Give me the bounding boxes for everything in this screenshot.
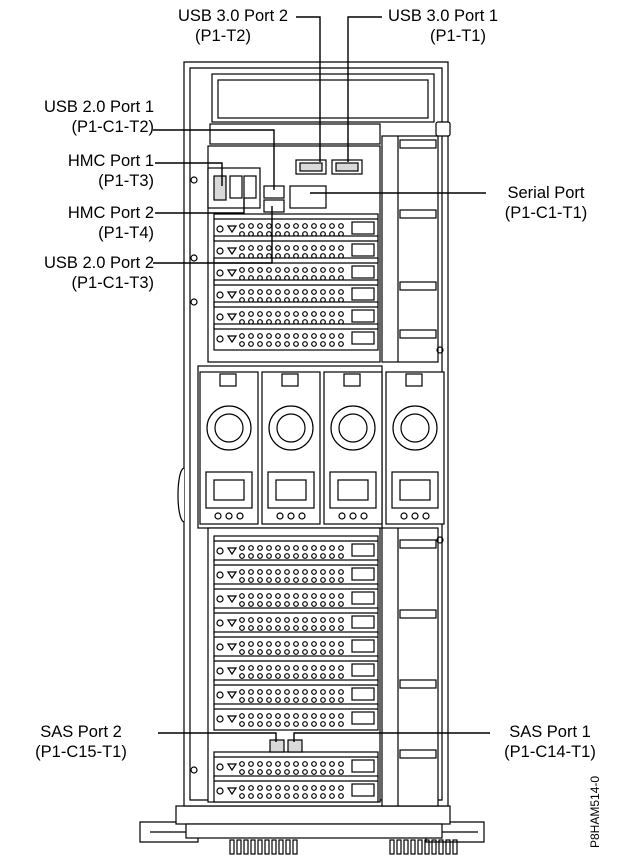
- vent-slat: [452, 839, 458, 855]
- frame-screw: [190, 176, 198, 184]
- pcie-slot: [213, 559, 379, 587]
- vent-slat: [264, 839, 270, 855]
- usb30-port1-name: USB 3.0 Port 1: [388, 7, 499, 25]
- vent-slat: [410, 839, 416, 855]
- usb30-port2-code: (P1-T2): [195, 27, 251, 45]
- pcie-slot: [213, 655, 379, 683]
- frame-screw: [190, 254, 198, 262]
- vent-slat: [271, 839, 277, 855]
- rail-notch: [399, 539, 437, 549]
- lower-pcie-slots: [213, 535, 379, 803]
- frame-screw: [190, 766, 198, 774]
- pcie-slot: [213, 775, 379, 803]
- hmc-port2-code: (P1-T4): [98, 224, 154, 242]
- vent-slat: [292, 839, 298, 855]
- pcie-slot: [213, 535, 379, 563]
- rail-notch: [399, 679, 437, 689]
- rail-notch: [399, 749, 437, 759]
- vent-slat: [285, 839, 291, 855]
- vent-slat: [424, 839, 430, 855]
- hmc-port2-name: HMC Port 2: [67, 204, 154, 222]
- rail-screw: [436, 536, 444, 544]
- vent-slat: [445, 839, 451, 855]
- label-sas-port1: SAS Port 1 (P1-C14-T1): [490, 722, 610, 762]
- sas-port2-code: (P1-C15-T1): [35, 743, 127, 761]
- hmc-port1-code: (P1-T3): [98, 172, 154, 190]
- leader-hmc-port2: [155, 198, 245, 214]
- label-hmc-port1: HMC Port 1 (P1-T3): [4, 151, 154, 191]
- callout-leaders: [153, 16, 490, 742]
- leader-sas-port2: [158, 732, 277, 742]
- chassis-feet: [229, 839, 458, 855]
- leader-usb20-port1: [153, 129, 275, 190]
- vent-slat: [431, 839, 437, 855]
- pcie-slot: [213, 703, 379, 731]
- label-sas-port2: SAS Port 2 (P1-C15-T1): [6, 722, 156, 762]
- rail-screw: [436, 346, 444, 354]
- power-supply-bay: [197, 365, 445, 529]
- pcie-slot: [213, 679, 379, 707]
- leader-usb20-port2: [153, 206, 273, 264]
- vent-slat: [417, 839, 423, 855]
- power-supply-unit: [261, 371, 321, 525]
- pcie-slot: [213, 607, 379, 635]
- label-serial-port: Serial Port (P1-C1-T1): [488, 183, 604, 223]
- power-supply-unit: [323, 371, 383, 525]
- label-hmc-port2: HMC Port 2 (P1-T4): [4, 203, 154, 243]
- usb30-port1-code: (P1-T1): [430, 27, 486, 45]
- pcie-slot: [213, 751, 379, 779]
- label-usb30-port2: USB 3.0 Port 2 (P1-T2): [128, 6, 288, 46]
- usb30-port2-name: USB 3.0 Port 2: [177, 7, 288, 25]
- serial-port-code: (P1-C1-T1): [504, 204, 588, 222]
- serial-port-name: Serial Port: [507, 184, 585, 202]
- sas-port1-code: (P1-C14-T1): [504, 743, 596, 761]
- hmc-port1-name: HMC Port 1: [67, 152, 154, 170]
- sas-ports: [269, 739, 303, 753]
- pcie-slot: [213, 323, 379, 351]
- vent-slat: [438, 839, 444, 855]
- pcie-slot: [213, 631, 379, 659]
- vent-slat: [278, 839, 284, 855]
- sas-port1-name: SAS Port 1: [509, 723, 591, 741]
- label-usb20-port1: USB 2.0 Port 1 (P1-C1-T2): [4, 97, 154, 137]
- leader-usb30-port1: [347, 16, 382, 162]
- vent-slat: [250, 839, 256, 855]
- rail-notches: [190, 139, 444, 774]
- figure-id: P8HAM514-0: [588, 775, 602, 848]
- sas-port2-name: SAS Port 2: [40, 723, 122, 741]
- vent-slat: [257, 839, 263, 855]
- vent-slat: [396, 839, 402, 855]
- vent-slat: [403, 839, 409, 855]
- frame-screw: [190, 298, 198, 306]
- leader-hmc-port1: [155, 162, 223, 186]
- usb20-port2-name: USB 2.0 Port 2: [43, 254, 154, 272]
- rail-notch: [399, 329, 437, 339]
- vent-slat: [243, 839, 249, 855]
- vent-slat: [229, 839, 235, 855]
- vent-slat: [236, 839, 242, 855]
- upper-pcie-slots: [213, 213, 379, 351]
- rail-notch: [399, 281, 437, 291]
- usb20-port2-code: (P1-C1-T3): [71, 274, 154, 292]
- leader-usb30-port2: [296, 16, 321, 162]
- label-usb30-port1: USB 3.0 Port 1 (P1-T1): [388, 6, 528, 46]
- rail-notch: [399, 209, 437, 219]
- pcie-slot: [213, 583, 379, 611]
- power-supply-unit: [199, 371, 259, 525]
- leader-sas-port1: [293, 732, 490, 742]
- chassis-base: [139, 805, 485, 843]
- rail-notch: [399, 609, 437, 619]
- power-supply-unit: [385, 371, 445, 525]
- rail-notch: [399, 139, 437, 149]
- label-usb20-port2: USB 2.0 Port 2 (P1-C1-T3): [4, 253, 154, 293]
- vent-slat: [389, 839, 395, 855]
- usb20-port1-name: USB 2.0 Port 1: [43, 98, 154, 116]
- usb20-port1-code: (P1-C1-T2): [71, 118, 154, 136]
